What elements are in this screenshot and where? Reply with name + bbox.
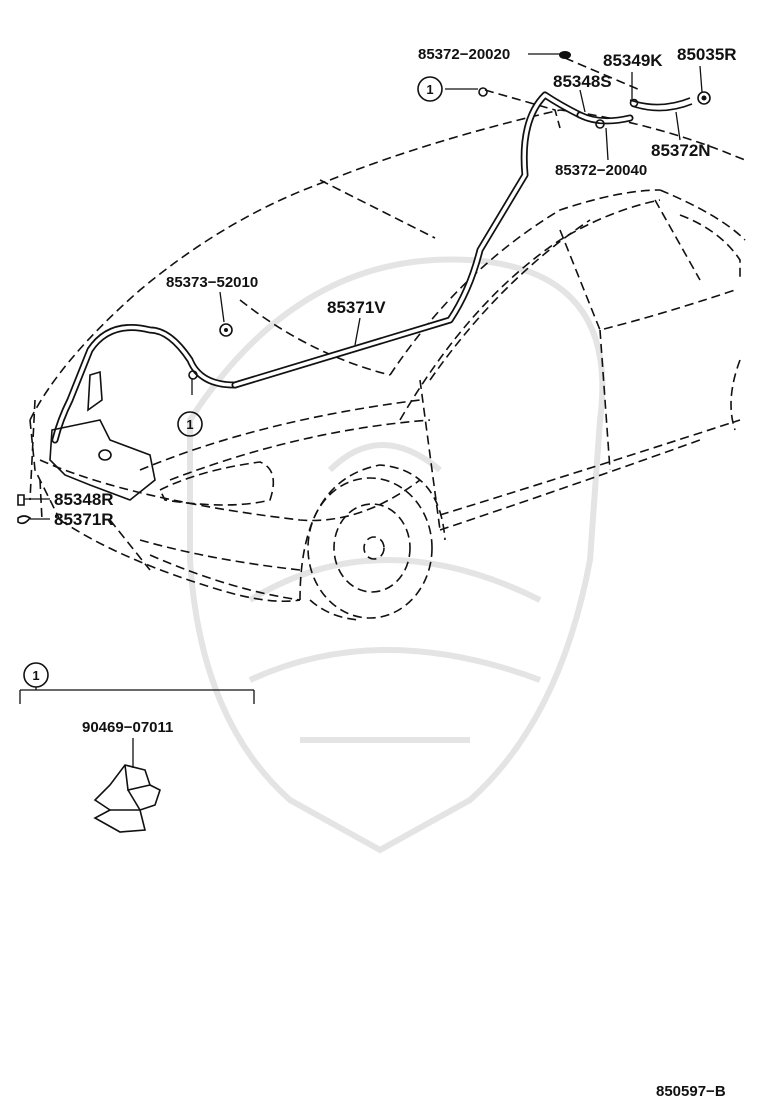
- clip-part-drawing: [93, 738, 161, 833]
- washer-hose-85371V: [51, 91, 634, 444]
- label-85348S: 85348S: [553, 72, 612, 91]
- callout-1-legend: 1: [19, 662, 255, 704]
- hose-clamps: [188, 51, 605, 380]
- part-labels: 85372−20020 85349K 85035R 85348S 85372N …: [54, 45, 737, 1100]
- watermark-emblem: [187, 256, 606, 854]
- label-85371V: 85371V: [327, 298, 386, 317]
- callout-1-top: 1: [417, 76, 443, 102]
- callout-1-legend-label: 1: [32, 668, 39, 683]
- label-85348R: 85348R: [54, 490, 114, 509]
- car-outline: [29, 109, 746, 621]
- rear-hose-85372N: [629, 91, 711, 112]
- callout-1-mid: 1: [177, 411, 203, 437]
- label-90469-07011: 90469−07011: [82, 719, 173, 736]
- label-85372-20040: 85372−20040: [555, 162, 647, 179]
- figure-code: 850597−B: [656, 1083, 726, 1100]
- label-85373-52010: 85373−52010: [166, 274, 258, 291]
- label-85371R: 85371R: [54, 510, 114, 529]
- callout-1-top-label: 1: [426, 82, 433, 97]
- callout-1-mid-label: 1: [186, 417, 193, 432]
- label-85372-20020: 85372−20020: [418, 46, 510, 63]
- washer-tank: [17, 370, 156, 525]
- label-85372N: 85372N: [651, 141, 711, 160]
- label-85035R: 85035R: [677, 45, 737, 64]
- label-85349K: 85349K: [603, 51, 663, 70]
- leader-lines: [24, 53, 703, 520]
